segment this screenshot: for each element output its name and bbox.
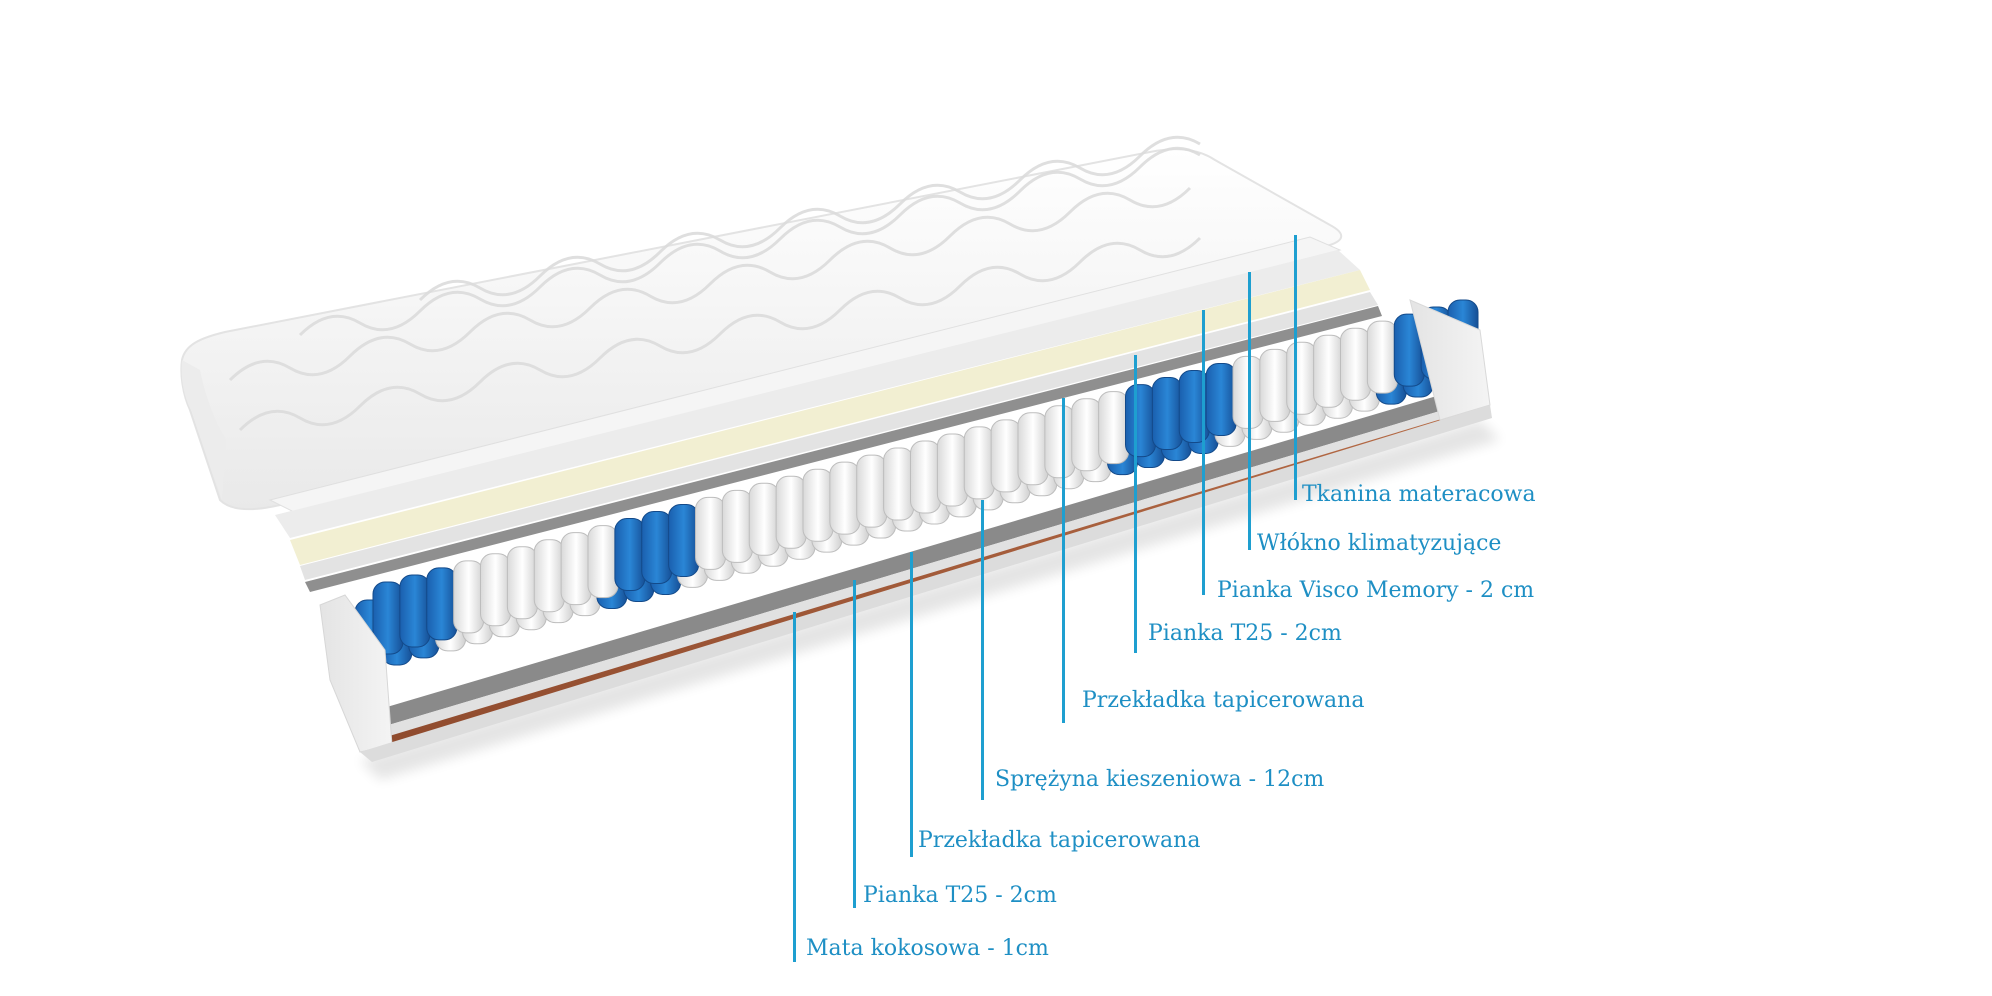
label-t25-top: Pianka T25 - 2cm	[1148, 621, 1342, 646]
pocket-spring-white	[506, 546, 538, 620]
label-przekladka-top: Przekładka tapicerowana	[1082, 688, 1365, 713]
pocket-spring-blue	[641, 511, 673, 584]
leader-line-t25-bottom	[853, 580, 856, 908]
label-tkanina: Tkanina materacowa	[1302, 482, 1536, 507]
leader-line-sprezyna	[981, 500, 984, 800]
pocket-spring-white	[533, 539, 565, 613]
pocket-spring-white	[856, 454, 888, 528]
leader-line-visco	[1202, 310, 1205, 595]
pocket-spring-white	[829, 461, 861, 535]
pocket-spring-white	[775, 475, 807, 549]
pocket-spring-blue	[614, 518, 646, 592]
pocket-spring-blue	[1151, 377, 1183, 451]
leader-line-mata	[793, 612, 796, 962]
visco-layer	[290, 270, 1370, 565]
pocket-spring-white	[1366, 320, 1398, 394]
pocket-spring-white	[910, 440, 941, 514]
pocket-spring-white	[802, 468, 834, 542]
leader-line-przekladka-top	[1062, 398, 1065, 723]
quilted-cover-top	[180, 148, 1343, 511]
pocket-spring-white	[587, 525, 619, 599]
foam-t25-top-layer	[300, 292, 1378, 580]
pocket-spring-blue	[1125, 384, 1156, 458]
pocket-spring-white	[1286, 341, 1318, 415]
label-mata: Mata kokosowa - 1cm	[806, 936, 1049, 961]
pocket-spring-white	[560, 532, 592, 606]
leader-line-przekladka-bottom	[910, 552, 913, 857]
padding-bottom-layer	[360, 395, 1470, 730]
foam-t25-bottom-layer	[372, 402, 1478, 740]
pocket-spring-blue	[1205, 362, 1237, 436]
pocket-spring-white	[1259, 348, 1291, 422]
pocket-spring-white	[480, 553, 511, 627]
pocket-spring-white	[748, 482, 780, 556]
foam-rail-front	[360, 405, 1492, 762]
pocket-spring-blue	[426, 567, 458, 641]
leader-line-wlokno	[1248, 272, 1251, 550]
pocket-spring-white	[1071, 398, 1103, 472]
pocket-spring-white	[1098, 391, 1130, 465]
mattress-shadow	[360, 420, 1500, 780]
pocket-spring-white	[1340, 327, 1371, 401]
padding-top-layer	[305, 306, 1382, 592]
pocket-spring-blue	[399, 574, 431, 648]
leader-line-t25-top	[1134, 355, 1137, 653]
quilt-pattern	[228, 135, 1202, 432]
label-przekladka-bottom: Przekładka tapicerowana	[918, 828, 1201, 853]
label-sprezyna: Sprężyna kieszeniowa - 12cm	[995, 767, 1325, 792]
fiber-layer	[275, 250, 1360, 538]
pocket-spring-blue	[668, 503, 700, 577]
pocket-spring-white	[1313, 334, 1345, 408]
label-t25-bottom: Pianka T25 - 2cm	[863, 883, 1057, 908]
pocket-spring-white	[453, 560, 485, 634]
pocket-spring-white	[963, 426, 995, 500]
label-wlokno: Włókno klimatyzujące	[1257, 531, 1502, 556]
pocket-spring-white	[721, 489, 753, 563]
leader-line-tkanina	[1294, 235, 1297, 500]
fabric-layer	[268, 236, 1342, 516]
pocket-spring-white	[883, 447, 915, 521]
pocket-spring-white	[990, 419, 1022, 493]
pocket-spring-white	[936, 433, 968, 507]
pocket-spring-white	[1044, 405, 1076, 479]
pocket-spring-white	[695, 496, 726, 570]
pocket-spring-white	[1017, 412, 1049, 486]
cover-end-left	[181, 360, 226, 500]
label-visco: Pianka Visco Memory - 2 cm	[1217, 578, 1535, 603]
